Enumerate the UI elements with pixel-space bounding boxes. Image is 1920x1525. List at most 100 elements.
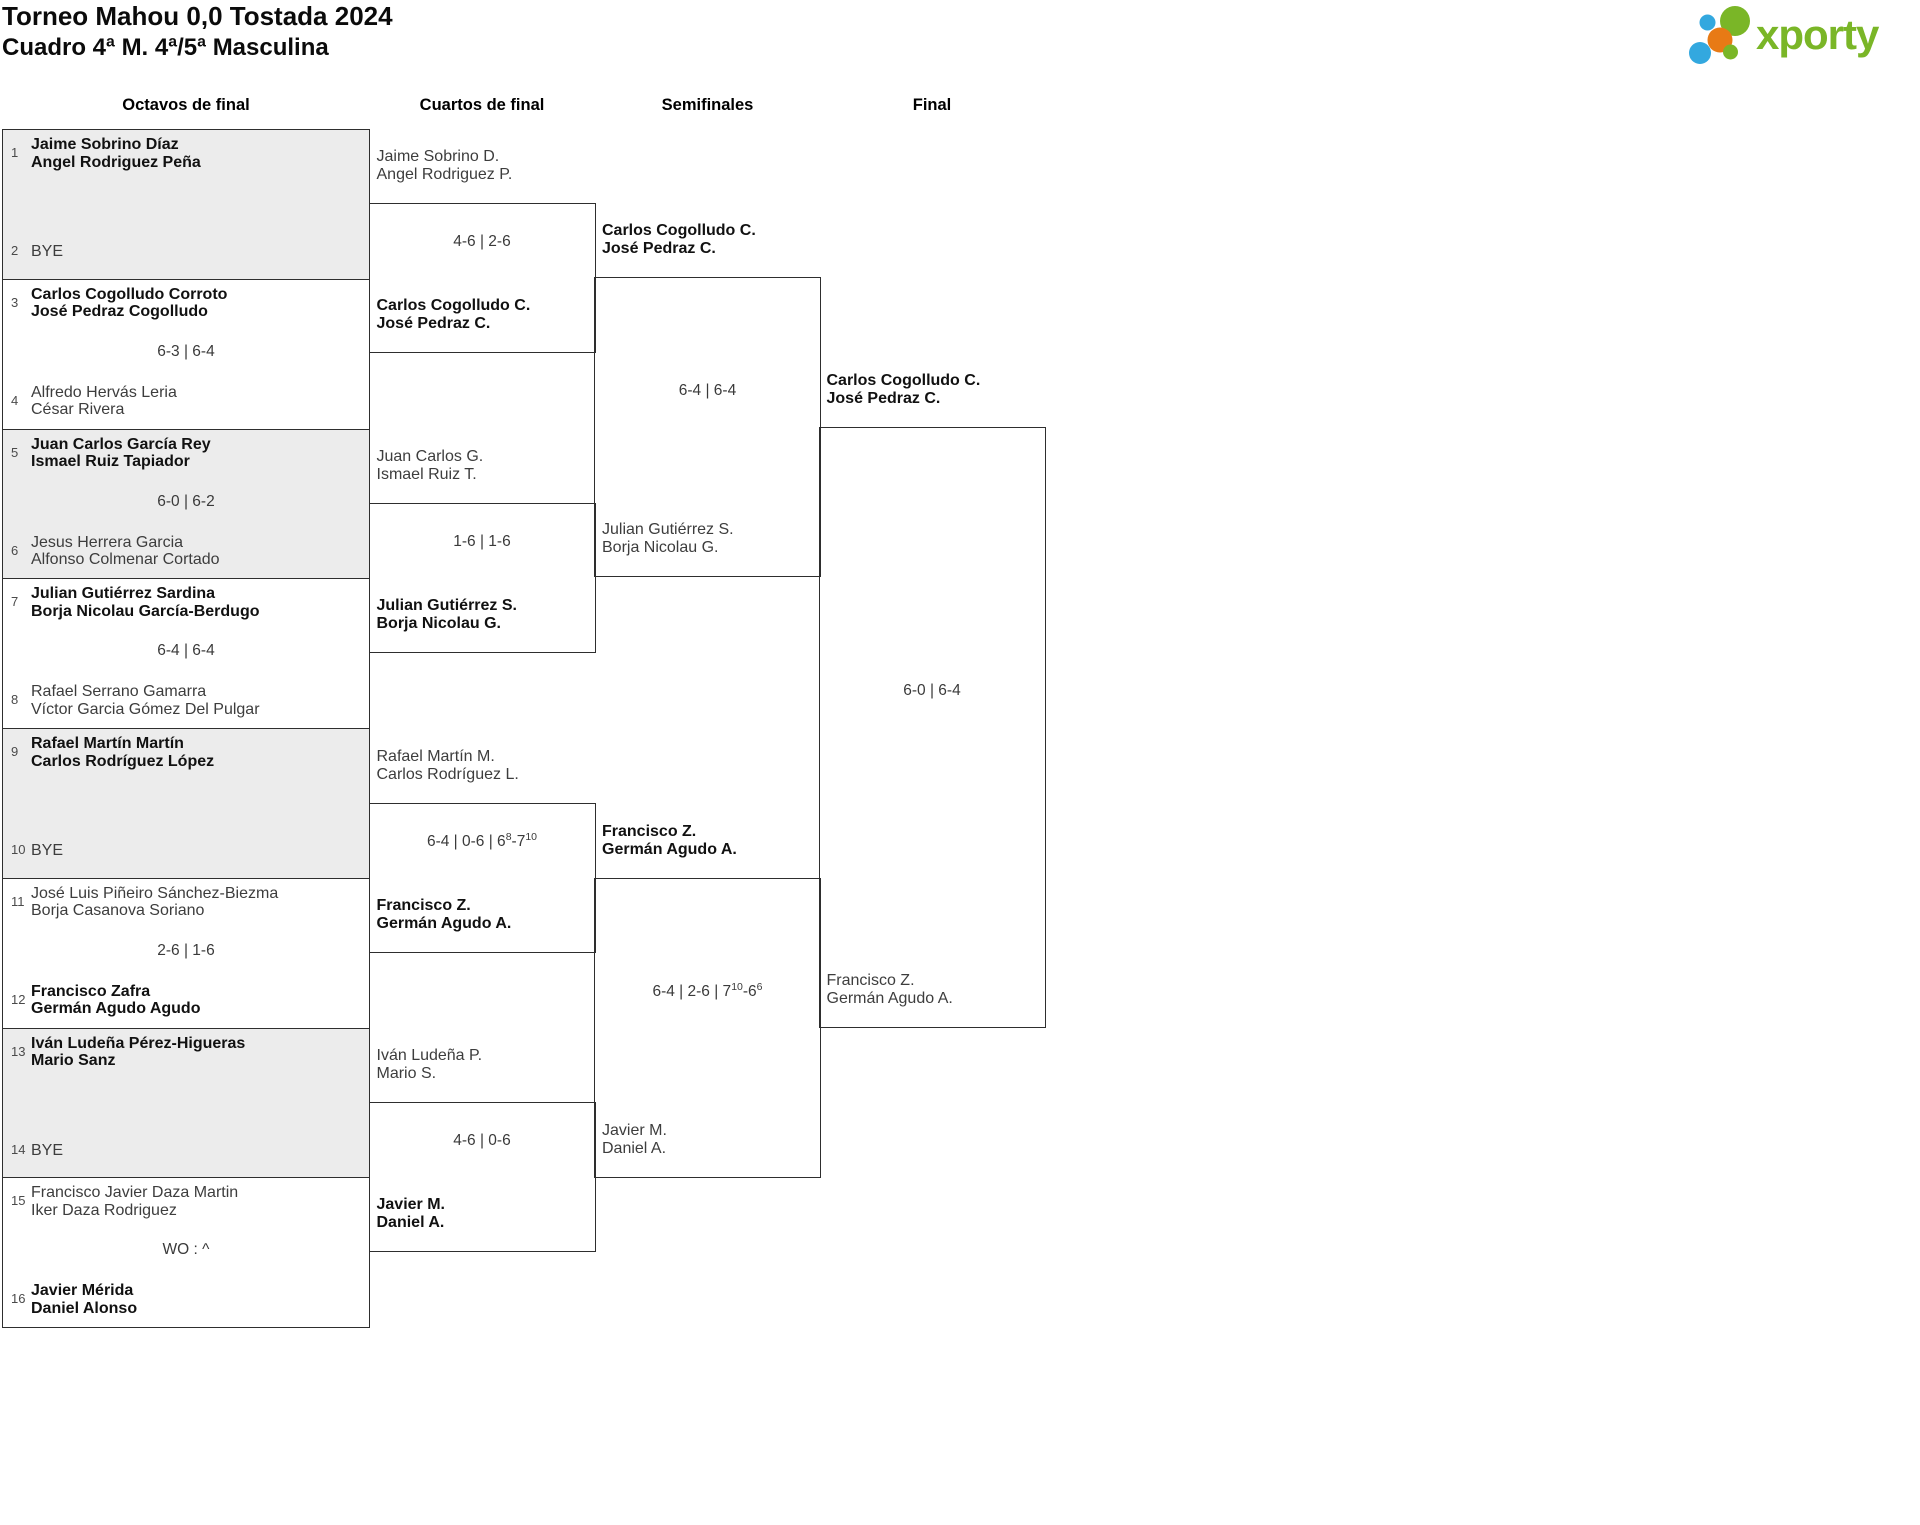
team-names: Francisco Z. Germán Agudo A. [377, 897, 512, 932]
team-name-line: BYE [31, 1141, 64, 1159]
seed-number: 16 [11, 1291, 26, 1307]
team-name-line: Borja Casanova Soriano [31, 902, 205, 920]
team-names: BYE [31, 1142, 365, 1160]
team-name-line: Víctor Garcia Gómez Del Pulgar [31, 700, 260, 718]
team-name-line: BYE [31, 243, 64, 260]
octavos-column: 1 Jaime Sobrino Díaz Angel Rodriguez Peñ… [2, 129, 370, 1328]
team-name-line: José Pedraz C. [826, 389, 941, 407]
team-name-line: Rafael Serrano Gamarra [31, 683, 207, 701]
page-title: Torneo Mahou 0,0 Tostada 2024 [2, 1, 393, 31]
team-names: Julian Gutiérrez S. Borja Nicolau G. [377, 597, 517, 632]
team-name-line: Julian Gutiérrez S. [376, 597, 517, 614]
team-name-line: Jesus Herrera Garcia [31, 533, 184, 551]
team-name-line: Alfredo Hervás Leria [31, 383, 177, 401]
match-score: 6-4 | 6-4 [157, 642, 215, 660]
match-octavos-1: 1 Jaime Sobrino Díaz Angel Rodriguez Peñ… [3, 130, 369, 280]
match-semifinal-1: Carlos Cogolludo C. José Pedraz C. 6-4 |… [594, 222, 821, 577]
page-subtitle: Cuadro 4ª M. 4ª/5ª Masculina [2, 34, 329, 61]
team-name-line: Borja Nicolau García-Berdugo [31, 602, 260, 620]
seed-number: 9 [11, 744, 19, 759]
match-score: 4-6 | 2-6 [453, 233, 511, 250]
team-name-line: Iván Ludeña P. [376, 1047, 483, 1064]
team-name-line: Angel Rodriguez P. [376, 165, 513, 183]
team-names: Jesus Herrera Garcia Alfonso Colmenar Co… [31, 534, 365, 569]
team-names: Francisco Z. Germán Agudo A. [602, 823, 737, 858]
team-name-line: Jaime Sobrino D. [376, 148, 500, 165]
team-names: BYE [31, 842, 365, 860]
team-name-line: Borja Nicolau G. [376, 614, 501, 632]
round-header-octavos: Octavos de final [122, 96, 250, 114]
team-name-line: Francisco Z. [826, 972, 915, 989]
team-names: Jaime Sobrino D. Angel Rodriguez P. [377, 148, 513, 183]
team-names: Jaime Sobrino Díaz Angel Rodriguez Peña [31, 136, 365, 171]
match-quarterfinal-1: Jaime Sobrino D. Angel Rodriguez P. 4-6 … [368, 148, 596, 353]
team-name-line: Juan Carlos García Rey [31, 435, 211, 453]
seed-number: 13 [11, 1043, 26, 1059]
team-name-line: José Pedraz Cogolludo [31, 303, 208, 321]
match-octavos-7: 13 Iván Ludeña Pérez-Higueras Mario Sanz… [3, 1028, 369, 1179]
team-name-line: César Rivera [31, 401, 125, 419]
team-name-line: Rafael Martín Martín [31, 735, 184, 752]
team-name-line: Daniel A. [602, 1139, 667, 1157]
team-name-line: José Luis Piñeiro Sánchez-Biezma [31, 884, 279, 902]
team-names: BYE [31, 243, 365, 261]
team-name-line: Francisco Z. [602, 823, 697, 840]
team-names: Alfredo Hervás Leria César Rivera [31, 384, 365, 419]
match-score: 6-0 | 6-2 [157, 492, 215, 510]
xporty-logo[interactable]: xporty [1686, 2, 1920, 78]
seed-number: 5 [11, 444, 19, 460]
team-name-line: Carlos Cogolludo Corroto [31, 285, 228, 303]
team-name-line: Francisco Z. [376, 897, 471, 914]
team-name-line: Carlos Rodríguez López [31, 752, 215, 770]
team-name-line: Francisco Zafra [31, 982, 151, 1000]
seed-number: 12 [11, 991, 26, 1007]
team-names: Rafael Martín Martín Carlos Rodríguez Ló… [31, 735, 365, 770]
team-name-line: Germán Agudo A. [602, 840, 737, 858]
team-name-line: José Pedraz C. [602, 239, 716, 257]
team-name-line: Carlos Cogolludo C. [826, 372, 981, 389]
team-name-line: José Pedraz C. [376, 314, 491, 332]
team-names: Rafael Martín M. Carlos Rodríguez L. [377, 748, 519, 783]
team-name-line: Germán Agudo A. [376, 914, 512, 932]
match-score: 1-6 | 1-6 [453, 533, 511, 550]
team-names: Julian Gutiérrez Sardina Borja Nicolau G… [31, 585, 365, 620]
team-names: José Luis Piñeiro Sánchez-Biezma Borja C… [31, 885, 365, 920]
match-octavos-8: 15 Francisco Javier Daza Martin Iker Daz… [3, 1178, 369, 1327]
team-name-line: Angel Rodriguez Peña [31, 153, 201, 171]
match-score: 6-0 | 6-4 [903, 682, 961, 699]
team-name-line: Juan Carlos G. [376, 448, 484, 465]
team-name-line: Julian Gutiérrez S. [602, 521, 734, 538]
logo-dot-small-green [1723, 44, 1738, 60]
team-names: Francisco Javier Daza Martin Iker Daza R… [31, 1184, 365, 1219]
team-name-line: Ismael Ruiz Tapiador [31, 453, 190, 470]
team-names: Francisco Zafra Germán Agudo Agudo [31, 983, 365, 1018]
match-octavos-4: 7 Julian Gutiérrez Sardina Borja Nicolau… [3, 579, 369, 729]
team-name-line: Ismael Ruiz T. [376, 465, 477, 483]
round-header-cuartos: Cuartos de final [419, 96, 545, 114]
seed-number: 4 [11, 392, 19, 408]
team-names: Iván Ludeña Pérez-Higueras Mario Sanz [31, 1035, 365, 1070]
match-octavos-2: 3 Carlos Cogolludo Corroto José Pedraz C… [3, 279, 369, 430]
team-names: Carlos Cogolludo Corroto José Pedraz Cog… [31, 286, 365, 321]
team-name-line: Carlos Rodríguez L. [376, 765, 519, 783]
team-names: Carlos Cogolludo C. José Pedraz C. [377, 297, 531, 332]
seed-number: 11 [11, 893, 25, 909]
seed-number: 7 [11, 594, 19, 610]
team-name-line: Iker Daza Rodriguez [31, 1201, 177, 1219]
team-name-line: BYE [31, 842, 64, 859]
match-score: WO : ^ [162, 1241, 210, 1259]
team-name-line: Daniel Alonso [31, 1299, 138, 1317]
logo-dot-large-green [1720, 6, 1750, 36]
team-names: Francisco Z. Germán Agudo A. [827, 972, 953, 1007]
team-name-line: Mario S. [376, 1064, 437, 1082]
team-name-line: Mario Sanz [31, 1052, 116, 1069]
match-quarterfinal-3: Rafael Martín M. Carlos Rodríguez L. 6-4… [368, 748, 596, 953]
match-score: 2-6 | 1-6 [157, 941, 215, 959]
team-names: Carlos Cogolludo C. José Pedraz C. [827, 372, 981, 407]
seed-number: 8 [11, 692, 19, 708]
team-name-line: Carlos Cogolludo C. [602, 222, 756, 239]
seed-number: 14 [11, 1141, 26, 1157]
team-names: Javier M. Daniel A. [602, 1122, 667, 1157]
team-name-line: Javier M. [376, 1196, 445, 1213]
